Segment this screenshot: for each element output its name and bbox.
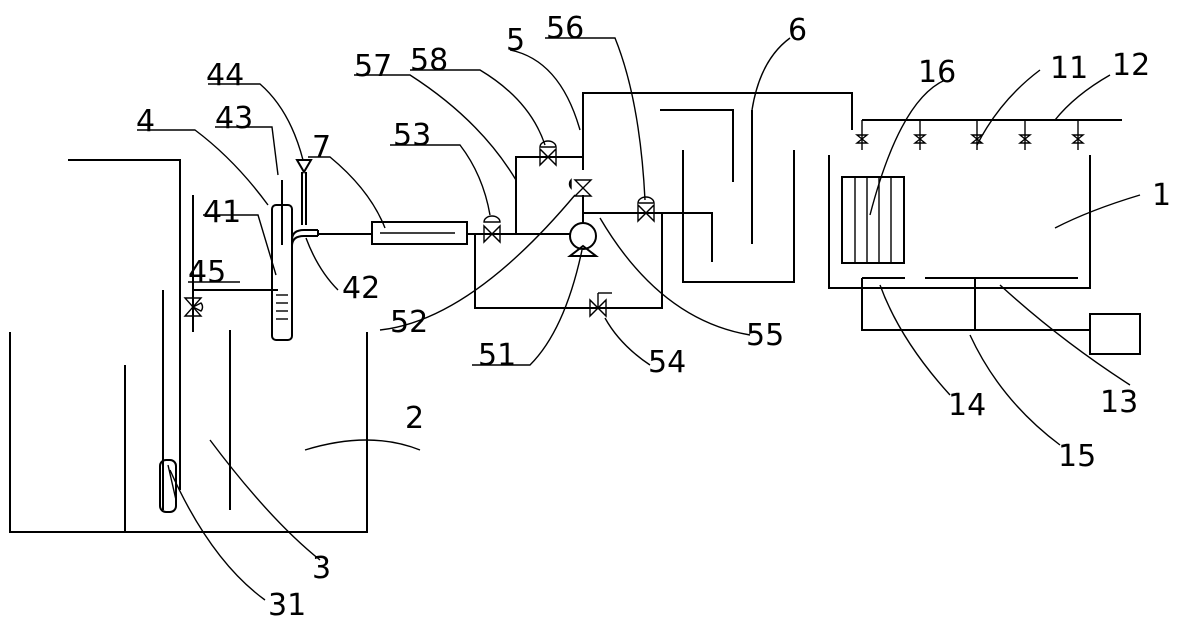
valve-52	[568, 178, 593, 197]
label-53: 53	[393, 118, 431, 153]
valve-58	[539, 140, 557, 167]
label-43: 43	[215, 101, 253, 136]
label-42: 42	[342, 271, 380, 306]
label-6: 6	[788, 13, 807, 48]
label-15: 15	[1058, 439, 1096, 474]
injector-4	[271, 159, 319, 341]
label-51: 51	[478, 338, 516, 373]
label-54: 54	[648, 345, 686, 380]
valve-54	[589, 292, 612, 318]
tank-5	[515, 92, 853, 262]
pump-51	[474, 195, 663, 309]
label-14: 14	[948, 388, 986, 423]
label-58: 58	[410, 43, 448, 78]
label-57: 57	[354, 49, 392, 84]
label-55: 55	[746, 318, 784, 353]
label-31: 31	[268, 588, 306, 623]
valve-53	[483, 215, 501, 244]
flowmeter-7	[318, 221, 570, 245]
label-12: 12	[1112, 48, 1150, 83]
tank-6	[660, 109, 795, 283]
label-56: 56	[546, 11, 584, 46]
label-41: 41	[203, 195, 241, 230]
valve-45	[183, 289, 278, 317]
label-4: 4	[136, 104, 155, 139]
label-44: 44	[206, 58, 244, 93]
wall-3	[68, 159, 194, 490]
valve-56	[637, 196, 655, 223]
label-3: 3	[312, 551, 331, 586]
leader-lines	[137, 37, 1141, 601]
label-2: 2	[405, 401, 424, 436]
label-7: 7	[312, 130, 331, 165]
label-1: 1	[1152, 178, 1171, 213]
tank-1	[828, 119, 1141, 355]
labels: 1 2 3 31 4 41 42 43 44 45 5 51 52 53 54 …	[136, 11, 1171, 623]
label-5: 5	[506, 23, 525, 58]
label-16: 16	[918, 55, 956, 90]
label-13: 13	[1100, 385, 1138, 420]
filter-31	[159, 459, 177, 513]
label-52: 52	[390, 305, 428, 340]
tank-2	[9, 290, 368, 533]
label-45: 45	[188, 255, 226, 290]
label-11: 11	[1050, 51, 1088, 86]
